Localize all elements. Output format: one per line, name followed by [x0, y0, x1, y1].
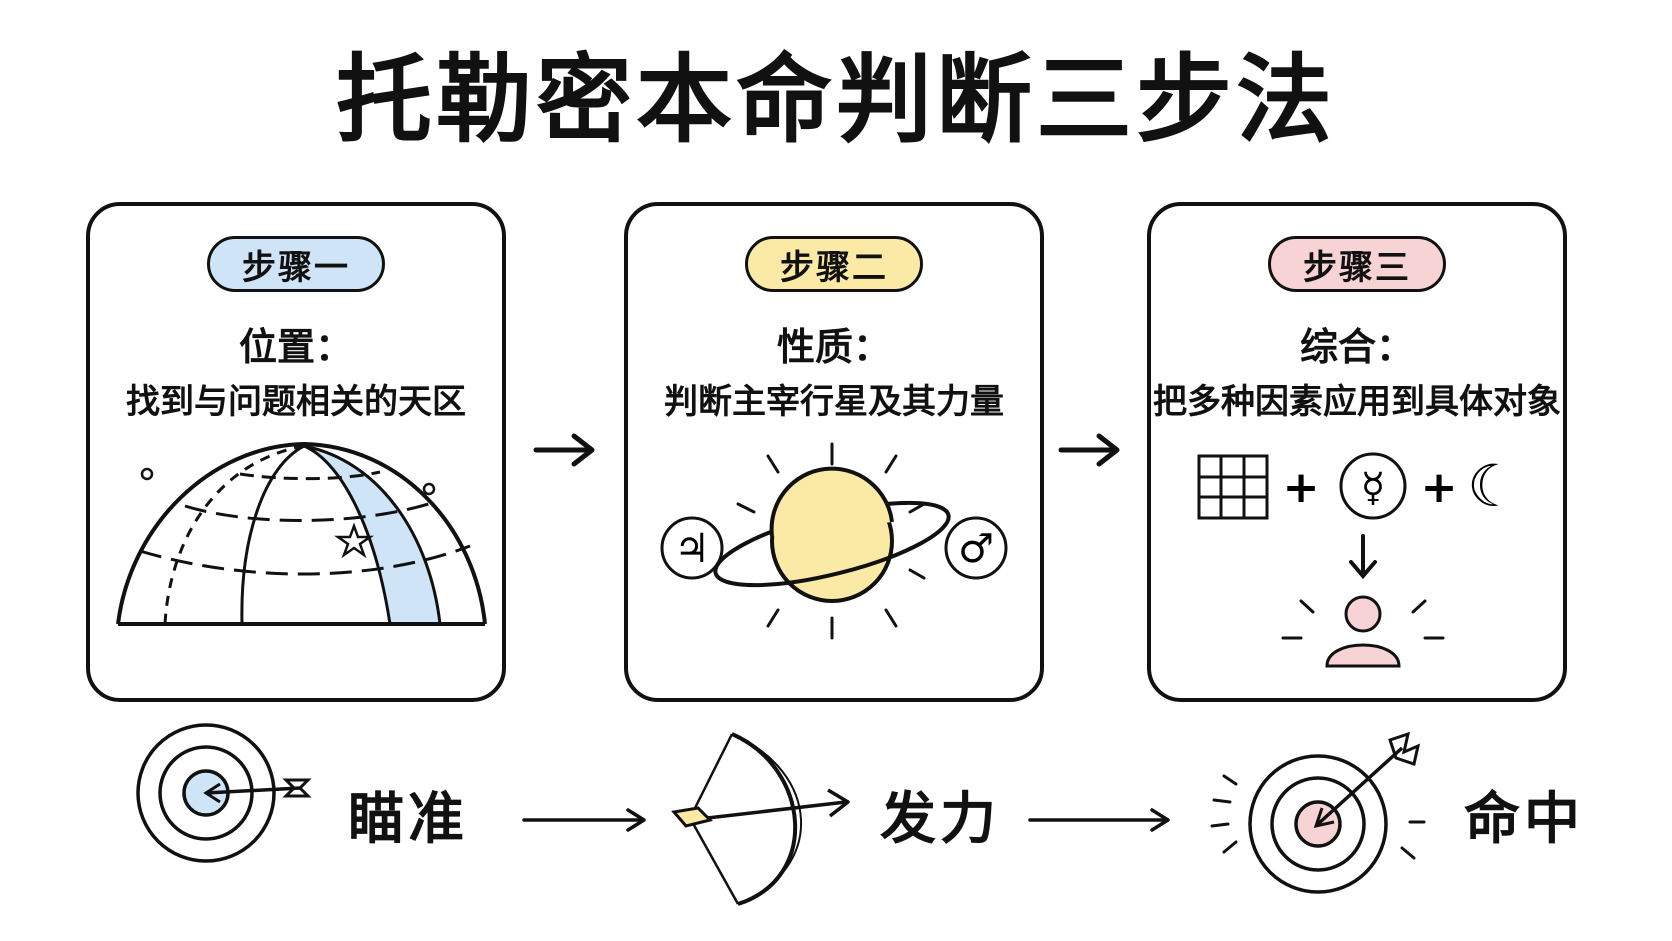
label-hit: 命中 [1464, 787, 1584, 852]
jupiter-icon [660, 516, 724, 580]
target-hit-icon [1210, 731, 1426, 894]
down-arrow-icon [1349, 534, 1377, 580]
person-icon [1325, 595, 1401, 668]
step-desc-3: 把多种因素应用到具体对象 [1153, 382, 1561, 422]
step-heading-3: 综合： [1299, 325, 1414, 369]
plus-sign: + [1421, 462, 1458, 513]
step-card-2: 步骤二 性质： 判断主宰行星及其力量 ♃ ♂ [624, 202, 1044, 702]
step-badge-1: 步骤一 [207, 236, 385, 292]
moon-icon: ☾ [1467, 452, 1519, 520]
step-heading-2: 性质： [776, 325, 891, 369]
page-title: 托勒密本命判断三步法 [336, 44, 1336, 156]
arrow-icon [522, 808, 646, 832]
mercury-symbol: ☿ [1361, 465, 1386, 511]
celestial-dome-icon [116, 441, 487, 626]
star-icon [334, 522, 374, 559]
step-card-3: 步骤三 综合： 把多种因素应用到具体对象 + ☿ + ☾ [1147, 202, 1567, 702]
label-aim: 瞄准 [348, 787, 468, 852]
synthesis-art: + ☿ + ☾ [1197, 452, 1519, 668]
step-desc-2: 判断主宰行星及其力量 [664, 382, 1004, 422]
plus-sign: + [1283, 462, 1320, 513]
grid-icon [1197, 454, 1269, 520]
step-badge-3: 步骤三 [1268, 236, 1446, 292]
step-desc-1: 找到与问题相关的天区 [126, 382, 466, 422]
label-power: 发力 [880, 787, 1000, 852]
arrow-icon [1028, 808, 1170, 832]
step-badge-2: 步骤二 [745, 236, 923, 292]
step-heading-1: 位置： [238, 325, 353, 369]
bow-icon [671, 732, 850, 906]
mars-symbol: ♂ [958, 526, 994, 572]
planet-ring-icon: ♃ ♂ [660, 442, 1008, 640]
jupiter-symbol: ♃ [674, 526, 710, 572]
step-card-1: 步骤一 位置： 找到与问题相关的天区 [86, 202, 506, 702]
arrow-icon [533, 433, 595, 467]
arrow-icon [1058, 433, 1120, 467]
target-icon [136, 723, 312, 863]
mercury-icon [1339, 452, 1407, 520]
mars-icon [944, 516, 1008, 580]
